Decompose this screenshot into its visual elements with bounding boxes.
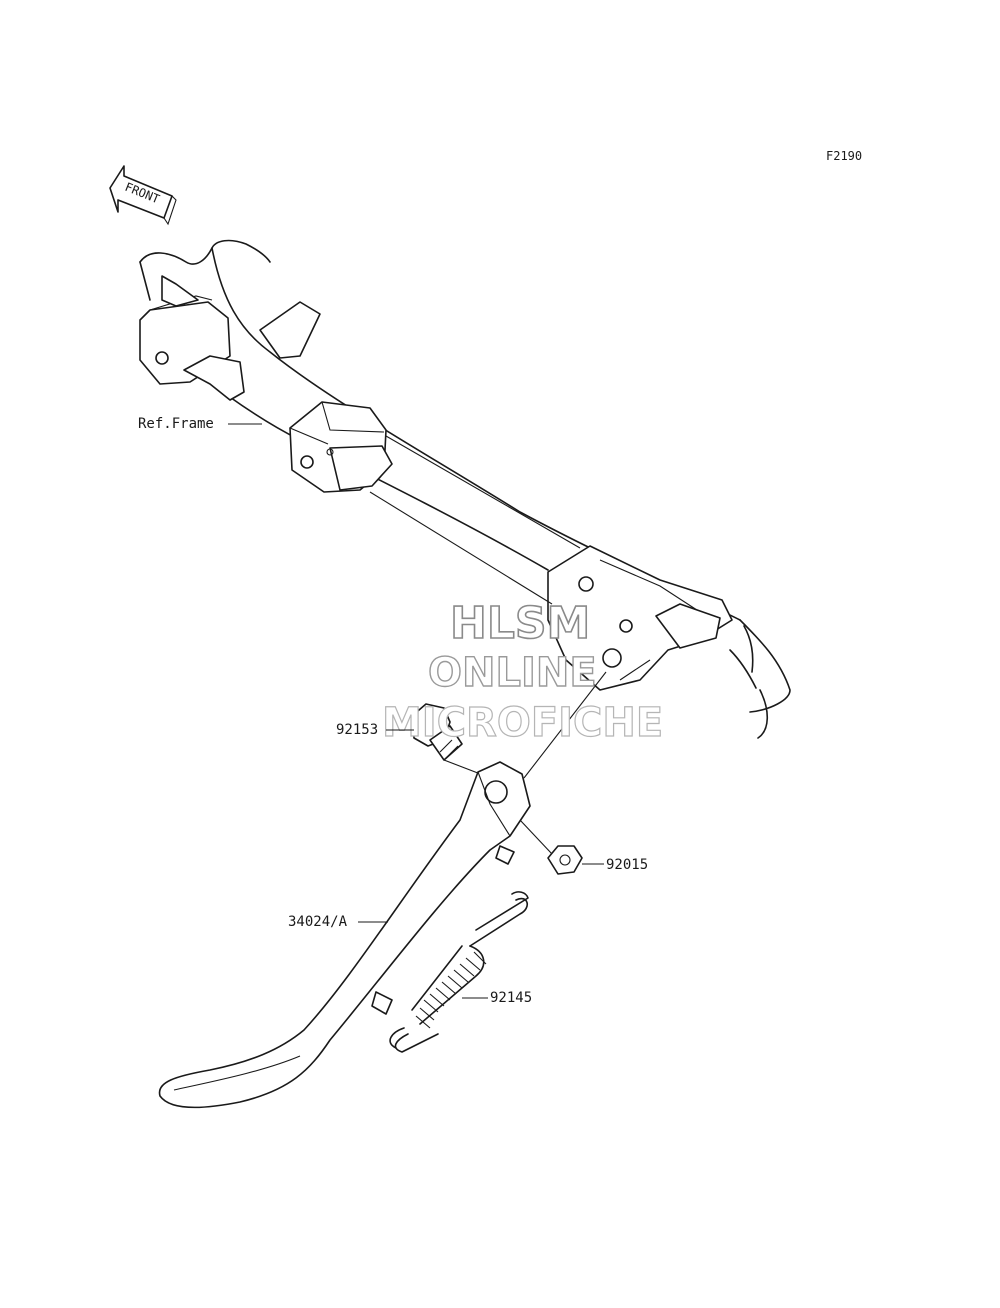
- callout-92153: 92153: [336, 722, 414, 738]
- ref-frame-label: Ref.Frame: [138, 416, 214, 432]
- ref-frame-callout: Ref.Frame: [138, 416, 262, 432]
- figure-code: F2190: [826, 149, 862, 163]
- frame-mount-block: [289, 401, 393, 493]
- callout-92015: 92015: [582, 857, 648, 873]
- callout-34024A: 34024/A: [288, 914, 388, 930]
- part-number-92145: 92145: [490, 990, 532, 1006]
- stand-pivot-bracket: [547, 545, 733, 691]
- side-stand-34024A: [158, 761, 531, 1109]
- front-arrow-icon: FRONT: [109, 165, 177, 226]
- part-number-34024A: 34024/A: [288, 914, 348, 930]
- part-number-92153: 92153: [336, 722, 378, 738]
- watermark-line2: ONLINE: [428, 650, 597, 696]
- part-number-92015: 92015: [606, 857, 648, 873]
- watermark-line1: HLSM: [450, 598, 590, 649]
- watermark: HLSM ONLINE MICROFICHE: [381, 597, 663, 746]
- watermark-line3: MICROFICHE: [382, 700, 663, 746]
- frame-bracket-upper: [139, 275, 321, 401]
- bolt-92153: [411, 703, 463, 761]
- spring-92145: [389, 891, 529, 1053]
- callout-92145: 92145: [462, 990, 532, 1006]
- nut-92015: [547, 845, 583, 875]
- alignment-lines: [369, 435, 607, 855]
